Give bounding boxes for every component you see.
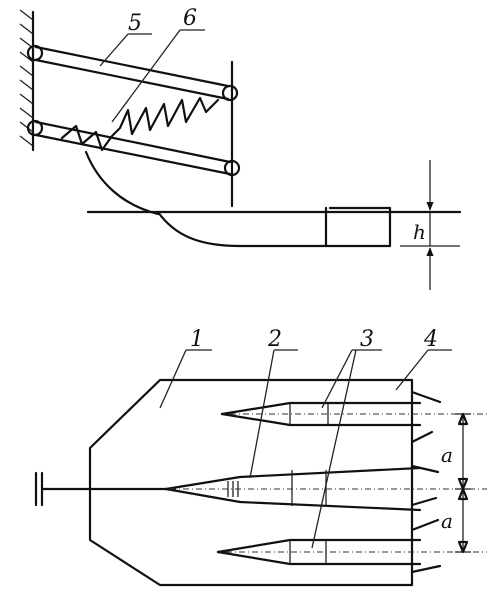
spring-element [227, 481, 239, 497]
body-outline [88, 378, 414, 587]
knife-lower [216, 538, 487, 566]
label-2: 2 [249, 327, 298, 479]
label-5-text: 5 [128, 11, 142, 36]
knife-upper [220, 401, 487, 427]
dimension-h: h [413, 160, 434, 290]
upper-link [34, 45, 230, 101]
runner-shoe [156, 206, 392, 248]
label-1-text: 1 [190, 327, 204, 352]
label-1: 1 [159, 327, 212, 409]
wall-pivot-upper [26, 44, 44, 62]
label-6-text: 6 [183, 6, 197, 31]
label-3: 3 [311, 327, 382, 549]
label-5: 5 [99, 11, 152, 67]
lower-link [34, 120, 232, 176]
dimension-h-label: h [413, 220, 426, 244]
rake-teeth [410, 390, 442, 574]
skid-curve [84, 150, 160, 216]
side-view: h 5 6 [19, 6, 462, 290]
dimension-a-lower-label: a [441, 509, 453, 533]
plan-view: a a 1 2 3 4 [34, 327, 487, 587]
spring [60, 96, 220, 152]
label-4-text: 4 [423, 327, 438, 352]
fixed-wall [19, 9, 35, 152]
wall-pivot-lower [26, 119, 44, 137]
label-4: 4 [395, 327, 452, 391]
frame-pivot-upper [221, 84, 239, 102]
dimension-a: a a [441, 412, 471, 554]
dimension-a-upper-label: a [441, 443, 453, 467]
drive-shaft [34, 471, 172, 507]
label-2-text: 2 [267, 327, 282, 352]
label-3-text: 3 [360, 327, 374, 352]
knife-middle [164, 466, 487, 512]
label-6: 6 [111, 6, 205, 123]
